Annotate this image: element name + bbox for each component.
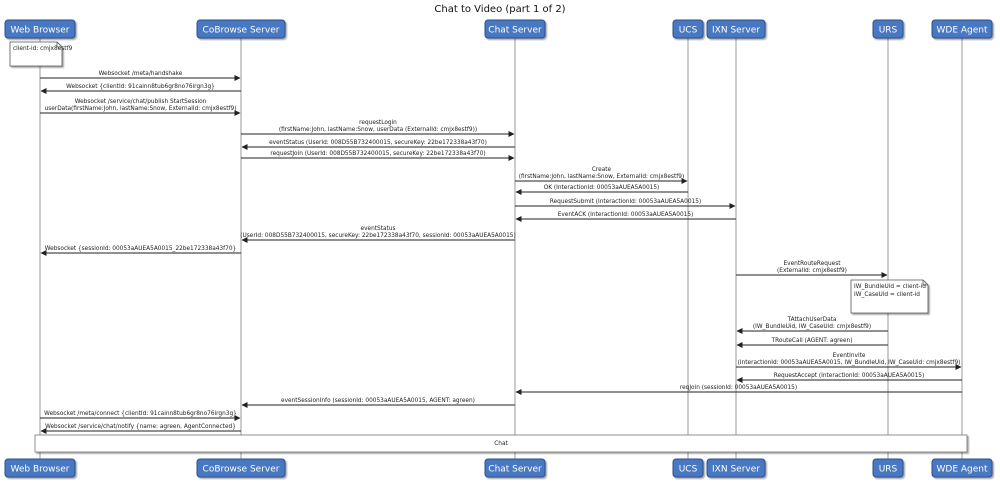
participant-label: Web Browser — [11, 26, 70, 36]
message-ixn-to-cs: EventACK (InteractionId: 00053aAUEA5A001… — [515, 212, 736, 222]
message-cb-to-cs: requestJoin (UserId: 008D55B732400015, s… — [241, 151, 515, 161]
message-cb-to-wb: Websocket {sessionId: 00053aAUEA5A0015_2… — [40, 246, 241, 256]
participant-ucs-top: UCS — [672, 19, 704, 39]
participant-urs-top: URS — [872, 19, 904, 39]
message-label: (IW_BundleUid, IW_CaseUid: cmjx8estf9) — [753, 324, 871, 330]
participant-ixn-bottom: IXN Server — [706, 458, 766, 478]
participant-label: IXN Server — [712, 26, 760, 36]
message-cs-to-cb: eventStatus(UserId: 008D55B732400015, se… — [240, 226, 516, 243]
message-label: Websocket /service/chat/notify {name: ag… — [45, 424, 236, 430]
message-label: userData(firstName:John, lastName:Snow, … — [45, 106, 237, 112]
participant-cs-bottom: Chat Server — [484, 458, 546, 478]
participant-cb-bottom: CoBrowse Server — [196, 458, 286, 478]
message-label: eventSessionInfo (sessionId: 00053aAUEA5… — [281, 398, 475, 404]
message-cb-to-cs: requestLogin(firstName:John, lastName:Sn… — [241, 120, 515, 137]
message-wb-to-cb: Websocket /meta/connect {clientId: 91cai… — [40, 411, 241, 421]
message-label: (UserId: 008D55B732400015, secureKey: 22… — [240, 233, 516, 239]
message-label: Websocket /service/chat/publish StartSes… — [75, 99, 207, 105]
participant-label: CoBrowse Server — [203, 465, 280, 475]
participant-label: UCS — [679, 26, 698, 36]
message-cs-to-ucs: Create(firstName:John, lastName:Snow, Ex… — [515, 167, 688, 184]
message-cb-to-wb: Websocket /service/chat/notify {name: ag… — [40, 424, 241, 434]
participant-label: URS — [879, 465, 898, 475]
message-ixn-to-urs: EventRouteRequest(ExternalId: cmjx8estf9… — [736, 261, 888, 278]
message-label: eventStatus — [361, 226, 396, 232]
message-label: eventStatus (UserId: 008D55B732400015, s… — [269, 140, 487, 146]
participant-label: URS — [879, 26, 898, 36]
message-label: RequestSubmit (InteractionId: 00053aAUEA… — [550, 199, 701, 205]
participant-label: WDE Agent — [936, 26, 987, 36]
message-wb-to-cb: Websocket /service/chat/publish StartSes… — [40, 99, 241, 116]
message-label: EventACK (InteractionId: 00053aAUEA5A001… — [558, 212, 694, 218]
message-label: RequestAccept (InteractionId: 00053aAUEA… — [774, 373, 925, 379]
participant-cs-top: Chat Server — [484, 19, 546, 39]
message-label: (InteractionId: 00053aAUEA5A0015, IW_Bun… — [738, 360, 961, 366]
message-cb-to-wb: Websocket {clientId: 91cainn8tub6gr8no76… — [40, 84, 241, 94]
message-label: (firstName:John, lastName:Snow, userData… — [279, 127, 477, 133]
message-wde-to-cs: reqJoin (sessionId: 00053aAUEA5A0015) — [515, 385, 962, 395]
participant-label: IXN Server — [712, 465, 760, 475]
participant-urs-bottom: URS — [872, 458, 904, 478]
message-label: EventInvite — [833, 353, 866, 359]
message-label: (firstName:John, lastName:Snow, External… — [519, 174, 684, 180]
participant-label: Web Browser — [11, 465, 70, 475]
note-wb: client-id: cmjx8estf9 — [9, 41, 73, 67]
message-label: EventRouteRequest — [784, 261, 842, 267]
participant-label: WDE Agent — [936, 465, 987, 475]
participant-wde-bottom: WDE Agent — [931, 458, 993, 478]
message-label: TRouteCall (AGENT: agreen) — [771, 338, 853, 344]
diagram-title: Chat to Video (part 1 of 2) — [434, 4, 565, 15]
message-label: requestJoin (UserId: 008D55B732400015, s… — [270, 151, 485, 157]
note-text: IW_BundleUid = client-id — [854, 284, 926, 290]
message-label: OK (InteractionId: 00053aAUEA5A0015) — [544, 185, 660, 191]
message-ucs-to-cs: OK (InteractionId: 00053aAUEA5A0015) — [515, 185, 688, 195]
message-wb-to-cb: Websocket /meta/handshake — [40, 71, 241, 81]
participant-label: Chat Server — [488, 26, 542, 36]
message-urs-to-ixn: TAttachUserData(IW_BundleUid, IW_CaseUid… — [736, 317, 888, 334]
message-label: Create — [592, 167, 612, 173]
group-chat-label: Chat — [494, 441, 508, 447]
participant-label: Chat Server — [488, 465, 542, 475]
participant-ixn-top: IXN Server — [706, 19, 766, 39]
message-label: (ExternalId: cmjx8estf9) — [777, 268, 847, 274]
participant-label: UCS — [679, 465, 698, 475]
message-label: Websocket {sessionId: 00053aAUEA5A0015_2… — [45, 246, 236, 252]
message-cs-to-cb: eventSessionInfo (sessionId: 00053aAUEA5… — [241, 398, 515, 408]
message-label: Websocket /meta/handshake — [99, 71, 183, 77]
participant-wde-top: WDE Agent — [931, 19, 993, 39]
message-label: requestLogin — [359, 120, 397, 126]
message-label: TAttachUserData — [787, 317, 837, 323]
message-label: Websocket {clientId: 91cainn8tub6gr8no76… — [66, 84, 215, 90]
note-text: client-id: cmjx8estf9 — [13, 46, 73, 52]
message-urs-to-ixn: TRouteCall (AGENT: agreen) — [736, 338, 888, 348]
message-ixn-to-wde: EventInvite(InteractionId: 00053aAUEA5A0… — [736, 353, 962, 370]
message-wde-to-ixn: RequestAccept (InteractionId: 00053aAUEA… — [736, 373, 962, 383]
message-cs-to-cb: eventStatus (UserId: 008D55B732400015, s… — [241, 140, 515, 150]
message-label: reqJoin (sessionId: 00053aAUEA5A0015) — [680, 385, 797, 391]
participant-label: CoBrowse Server — [203, 26, 280, 36]
message-label: Websocket /meta/connect {clientId: 91cai… — [44, 411, 237, 417]
group-chat-box — [34, 434, 968, 453]
participant-cb-top: CoBrowse Server — [196, 19, 286, 39]
participant-ucs-bottom: UCS — [672, 458, 704, 478]
message-cs-to-ixn: RequestSubmit (InteractionId: 00053aAUEA… — [515, 199, 736, 209]
note-text: IW_CaseUid = client-id — [854, 292, 920, 298]
participant-wb-top: Web Browser — [4, 19, 76, 39]
participant-wb-bottom: Web Browser — [4, 458, 76, 478]
